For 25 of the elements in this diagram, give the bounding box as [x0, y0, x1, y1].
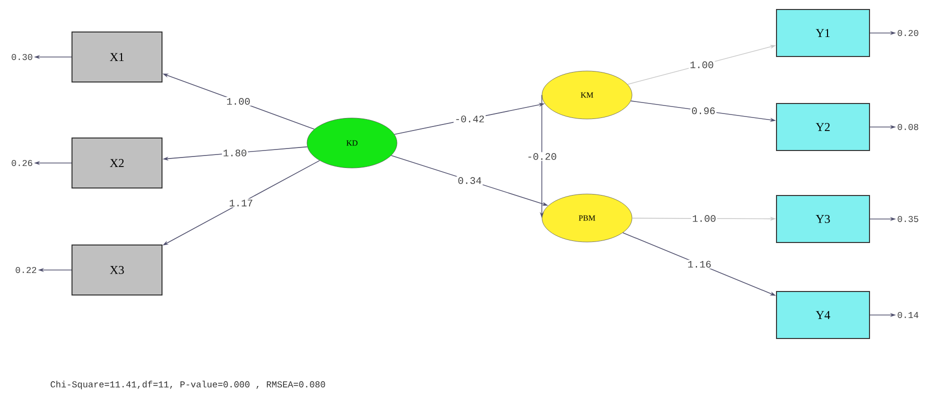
- error-value: 0.26: [12, 160, 32, 166]
- edge-label: 0.34: [456, 176, 483, 185]
- indicator-box: Y3: [776, 195, 870, 243]
- indicator-box: Y4: [776, 291, 870, 339]
- error-value: 0.22: [16, 266, 36, 274]
- indicator-box: Y1: [776, 9, 870, 57]
- indicator-box: X3: [72, 244, 162, 296]
- indicator-box: Y2: [776, 103, 870, 151]
- error-value: 0.14: [898, 312, 918, 318]
- error-value: 0.08: [898, 124, 918, 130]
- edge-label: 1.00: [691, 214, 718, 223]
- edge-label: 0.96: [690, 106, 716, 116]
- error-value: 0.30: [12, 54, 32, 60]
- edge-label: 1.17: [228, 198, 254, 208]
- indicator-box: X1: [72, 32, 162, 82]
- edge-label: 1.00: [688, 60, 715, 70]
- edge-label: 1.80: [222, 148, 248, 158]
- edge-label: 1.00: [225, 97, 252, 106]
- edge-label: -0.42: [454, 114, 486, 124]
- error-value: 0.35: [898, 216, 918, 222]
- error-value: 0.20: [898, 30, 918, 36]
- edge-label: -0.20: [526, 152, 558, 161]
- edge-label: 1.16: [686, 260, 712, 269]
- fit-statistics: Chi-Square=11.41,df=11, P-value=0.000 , RMSEA=0.080: [50, 380, 326, 390]
- indicator-box: X2: [72, 138, 162, 188]
